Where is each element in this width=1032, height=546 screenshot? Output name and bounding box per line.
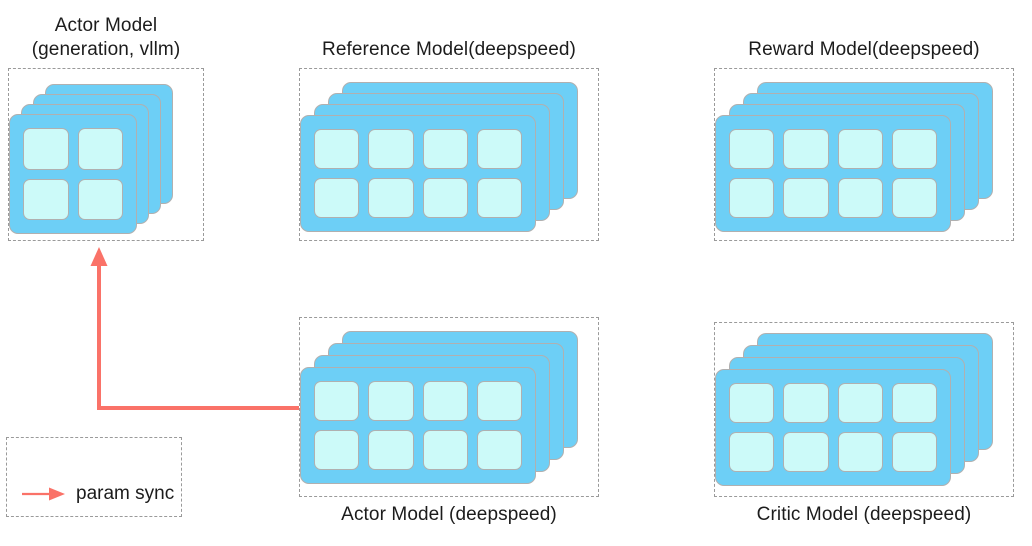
card-cell [314,430,360,470]
legend-item-param-sync: param sync [21,483,174,505]
card-cell [476,129,522,169]
param-sync-arrow-line [97,262,299,410]
group-reward-model-label: Reward Model(deepspeed) [748,39,980,60]
card-cell [837,432,883,472]
card-cell [891,432,937,472]
card-front[interactable] [9,114,137,234]
card-cell [314,129,360,169]
card-cell [23,128,69,170]
card-cell [422,178,468,218]
group-reference-model-label: Reference Model(deepspeed) [322,39,576,60]
card-cell [368,430,414,470]
card-cell [729,129,775,169]
group-actor-deepspeed-border [299,317,599,497]
param-sync-arrow-head [90,247,108,266]
card-cell [783,432,829,472]
card-cell [422,381,468,421]
card-cell [368,178,414,218]
group-actor-deepspeed[interactable]: Actor Model (deepspeed) [299,317,599,525]
legend: param sync [6,437,182,517]
card-cell [729,432,775,472]
card-cell [783,178,829,218]
card-cell [476,178,522,218]
card-cell [783,129,829,169]
group-reward-model-border [714,68,1014,241]
group-critic-model[interactable]: Critic Model (deepspeed) [714,322,1014,525]
card-cell [77,178,123,220]
card-cell [729,178,775,218]
card-front[interactable] [300,367,536,484]
legend-label-param-sync: param sync [76,483,175,504]
card-cell [314,381,360,421]
card-front[interactable] [300,115,536,232]
card-cell [891,129,937,169]
card-cell [368,129,414,169]
card-cell [23,178,69,220]
card-cell [476,381,522,421]
card-cell [422,430,468,470]
card-cell [891,178,937,218]
legend-arrow-icon [22,487,65,501]
card-cell [368,381,414,421]
card-cell [837,129,883,169]
group-actor-vllm-border [8,68,204,241]
card-cell [77,128,123,170]
group-actor-vllm-label: Actor Model (generation, vllm) [31,15,181,60]
card-front[interactable] [715,369,951,486]
group-reward-model[interactable]: Reward Model(deepspeed) [714,39,1014,241]
group-reference-model-border [299,68,599,241]
card-cell [837,383,883,423]
group-actor-deepspeed-label: Actor Model (deepspeed) [341,504,557,525]
card-front[interactable] [715,115,951,232]
card-cell [837,178,883,218]
card-cell [729,383,775,423]
card-cell [783,383,829,423]
group-critic-model-border [714,322,1014,497]
group-critic-model-label: Critic Model (deepspeed) [756,504,972,525]
card-cell [314,178,360,218]
group-reference-model[interactable]: Reference Model(deepspeed) [299,39,599,241]
card-cell [422,129,468,169]
group-actor-vllm[interactable]: Actor Model (generation, vllm) [8,15,204,241]
card-cell [476,430,522,470]
card-cell [891,383,937,423]
